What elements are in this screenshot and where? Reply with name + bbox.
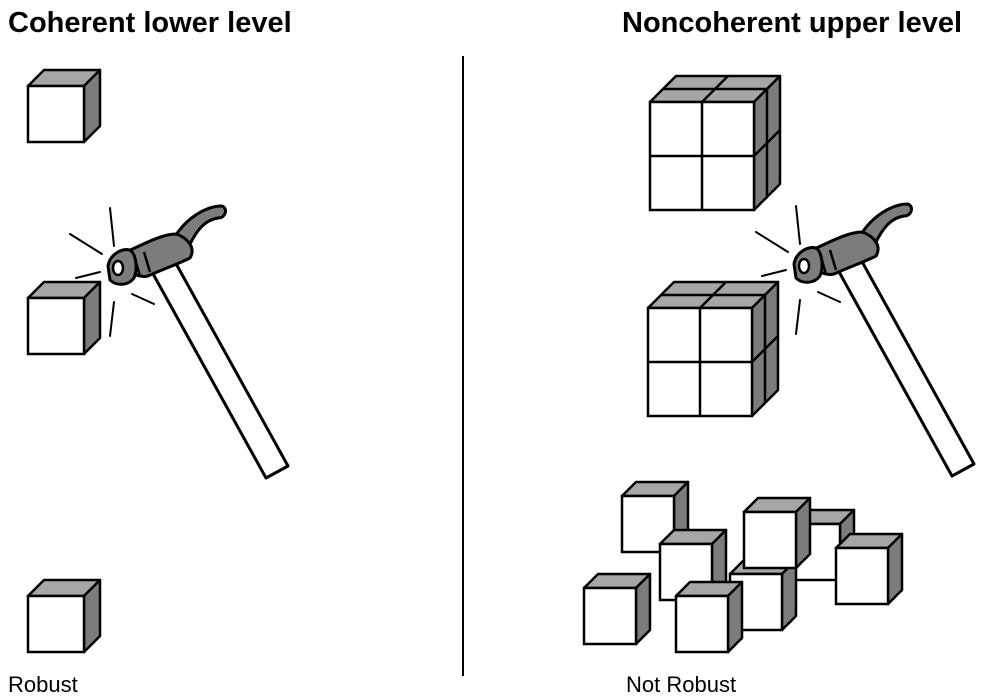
single-cube-intact [26,578,102,654]
cube-block-top [648,74,782,212]
left-panel-caption: Robust [8,672,78,697]
single-cube-top [26,68,102,144]
hammer-left [106,204,290,480]
shattered-cube-pile [582,480,904,654]
hammer-right [792,202,976,478]
cube-block-struck [646,280,780,418]
right-panel-title: Noncoherent upper level [622,7,963,39]
right-panel-caption: Not Robust [626,672,737,697]
single-cube-struck [26,280,102,356]
left-panel-title: Coherent lower level [8,7,292,39]
